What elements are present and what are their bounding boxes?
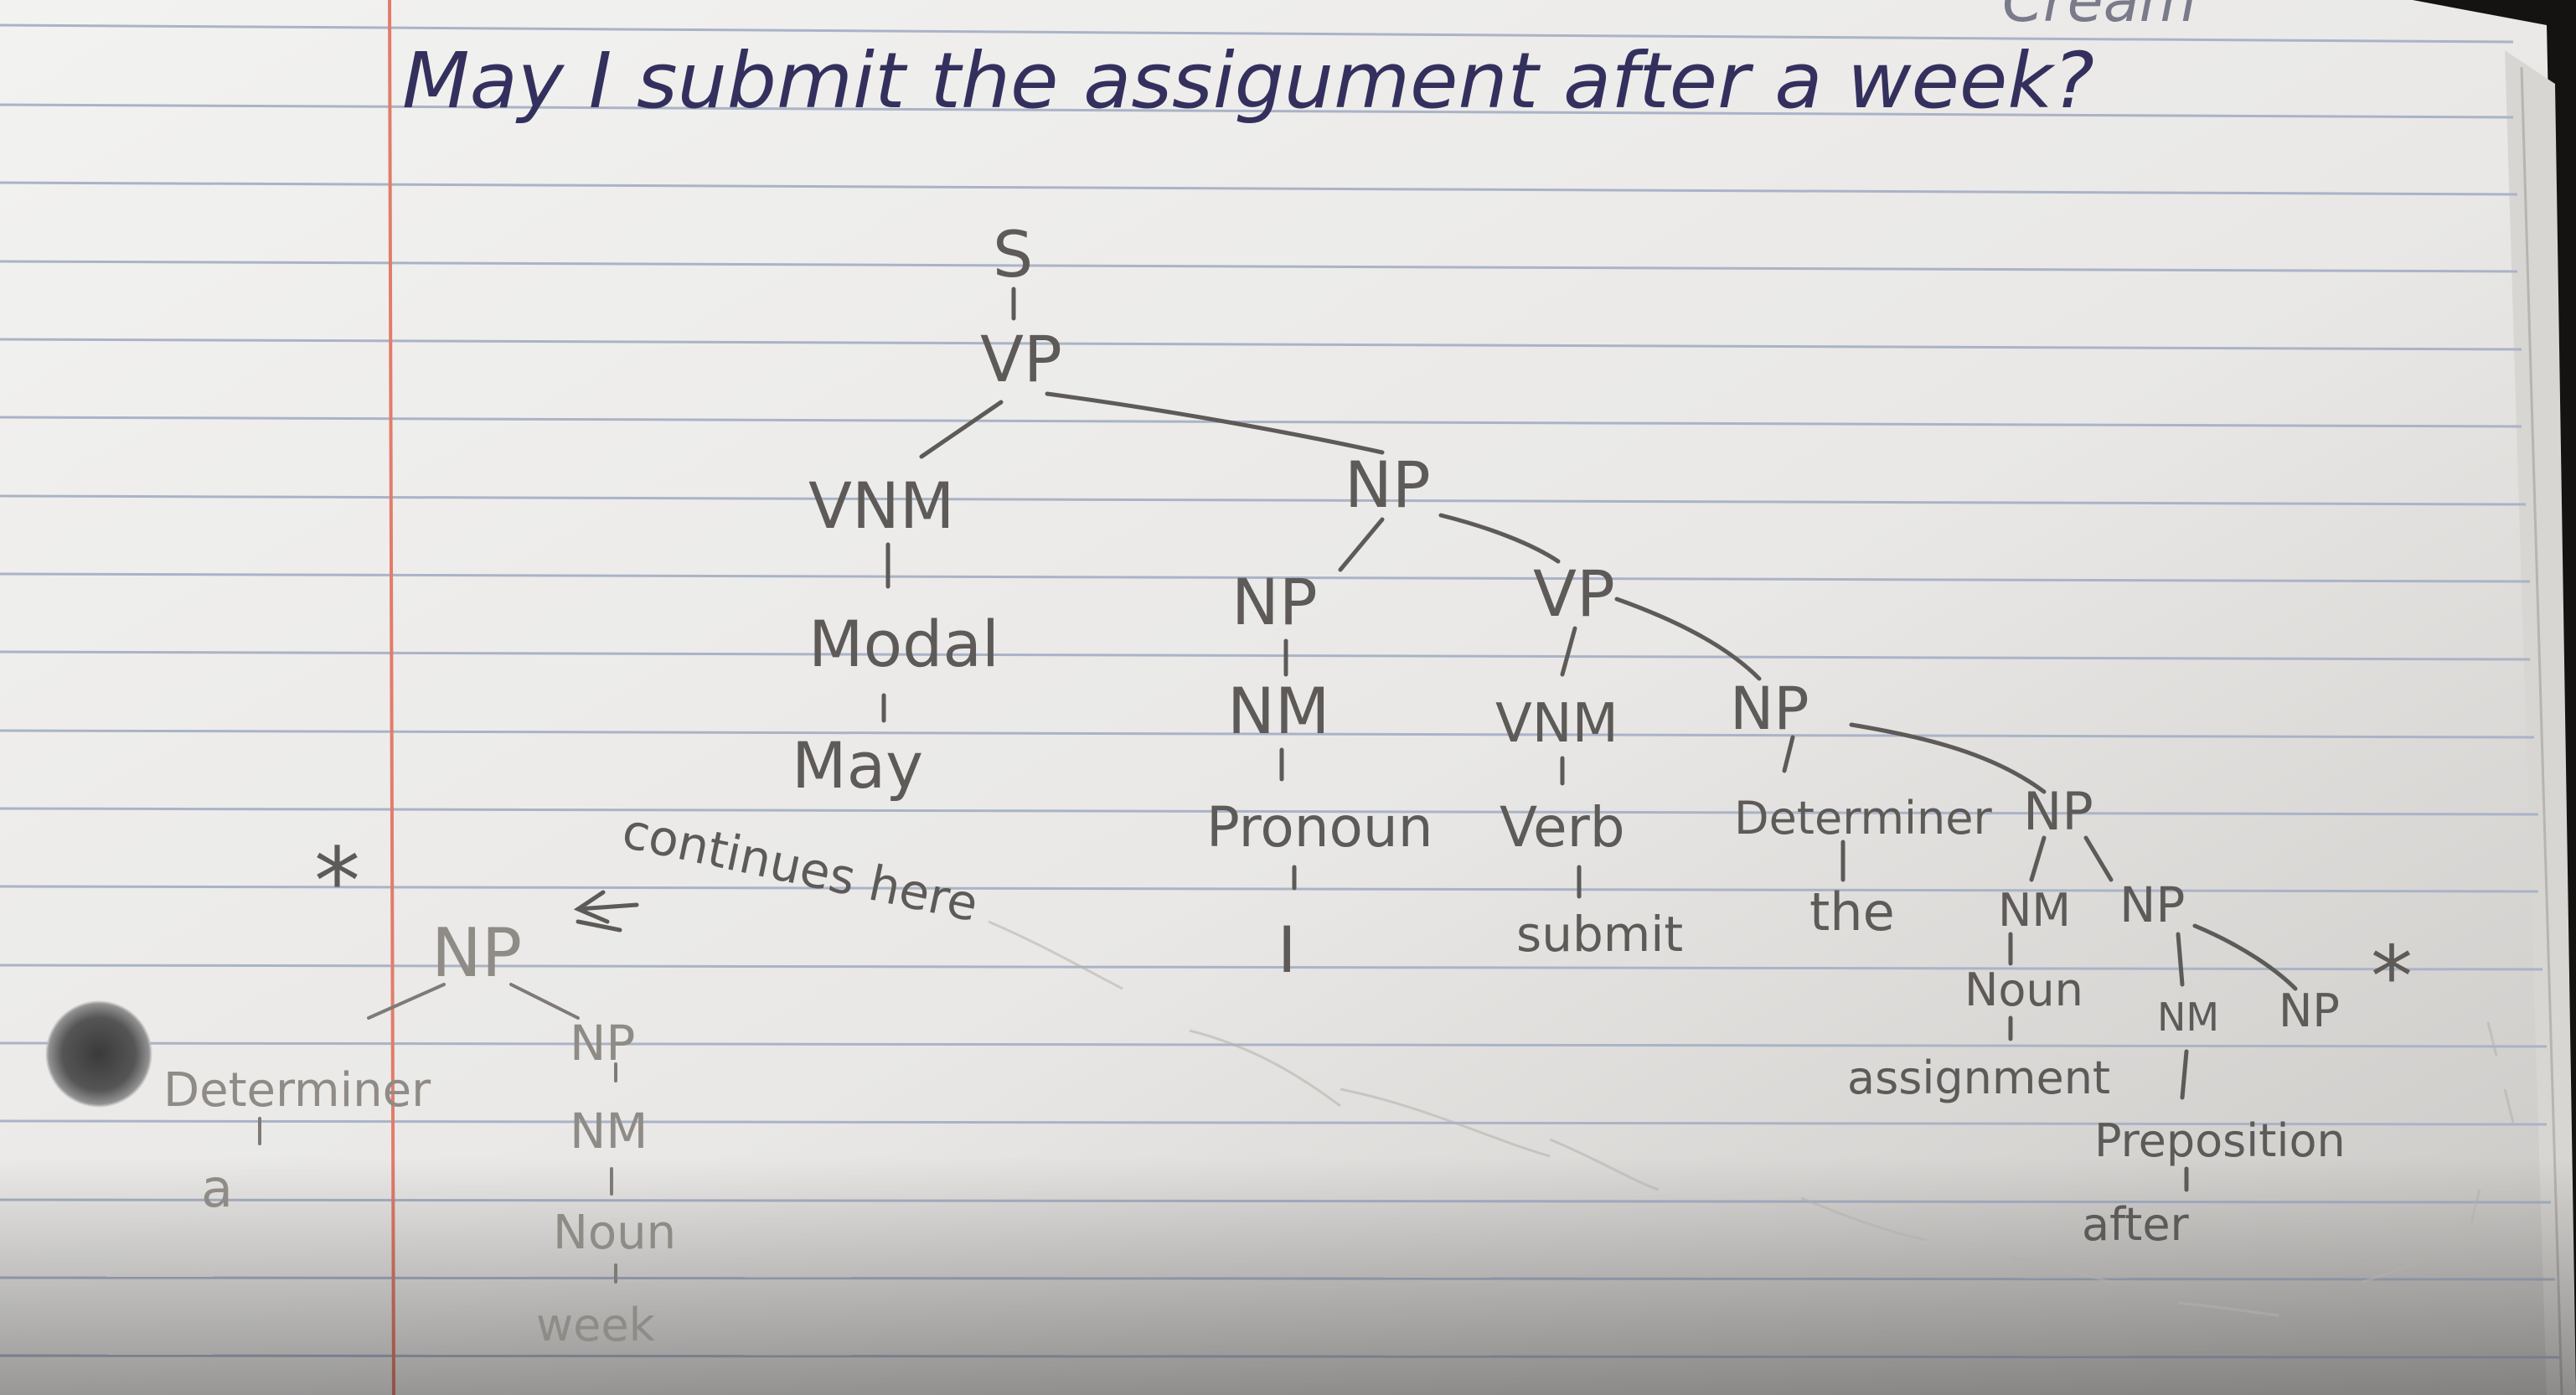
cont-node-NP: NP [431, 914, 522, 992]
punch-hole [47, 1002, 151, 1106]
cont-leaf-week: week [536, 1299, 656, 1351]
star-right: * [2371, 927, 2413, 1026]
node-NM-3: NM [2157, 995, 2219, 1040]
node-NM-2: NM [1998, 884, 2071, 937]
sentence-text: May I submit the assigument after a week… [402, 36, 2094, 126]
node-VP-inner: VP [1533, 556, 1615, 631]
cont-node-Determiner: Determiner [163, 1063, 431, 1118]
node-Determiner: Determiner [1734, 792, 1993, 845]
node-VNM-inner: VNM [1495, 693, 1618, 755]
node-NP-2: NP [2023, 781, 2093, 842]
cont-node-NP-inner: NP [570, 1015, 635, 1072]
leaf-submit: submit [1516, 906, 1683, 963]
leaf-May: May [792, 728, 923, 803]
leaf-I: I [1278, 912, 1296, 987]
node-NP-main: NP [1345, 447, 1431, 522]
node-Preposition: Preposition [2094, 1114, 2346, 1167]
top-right-fragment: Cream [2002, 0, 2197, 35]
node-NP-subj: NP [1231, 565, 1318, 639]
cont-node-Noun: Noun [553, 1206, 676, 1260]
node-Noun-2: Noun [1964, 964, 2083, 1016]
tree-branches [573, 287, 2298, 1192]
star-left: * [314, 828, 360, 935]
node-Verb: Verb [1500, 795, 1625, 860]
cont-leaf-a: a [201, 1158, 233, 1219]
leaf-assignment: assignment [1847, 1051, 2110, 1104]
node-NP-obj: NP [1730, 674, 1809, 743]
node-NP-3: NP [2119, 876, 2185, 933]
node-Pronoun: Pronoun [1206, 795, 1433, 860]
node-NM-subj: NM [1227, 674, 1329, 748]
node-Modal: Modal [808, 607, 999, 681]
continuation-branches [258, 983, 617, 1284]
node-VP: VP [980, 322, 1062, 396]
cont-node-NM: NM [570, 1103, 648, 1160]
leaf-the: the [1809, 881, 1895, 943]
leaf-after: after [2082, 1198, 2190, 1251]
node-NP-4: NP [2279, 984, 2340, 1037]
node-VNM: VNM [808, 468, 954, 543]
node-S: S [993, 217, 1033, 292]
